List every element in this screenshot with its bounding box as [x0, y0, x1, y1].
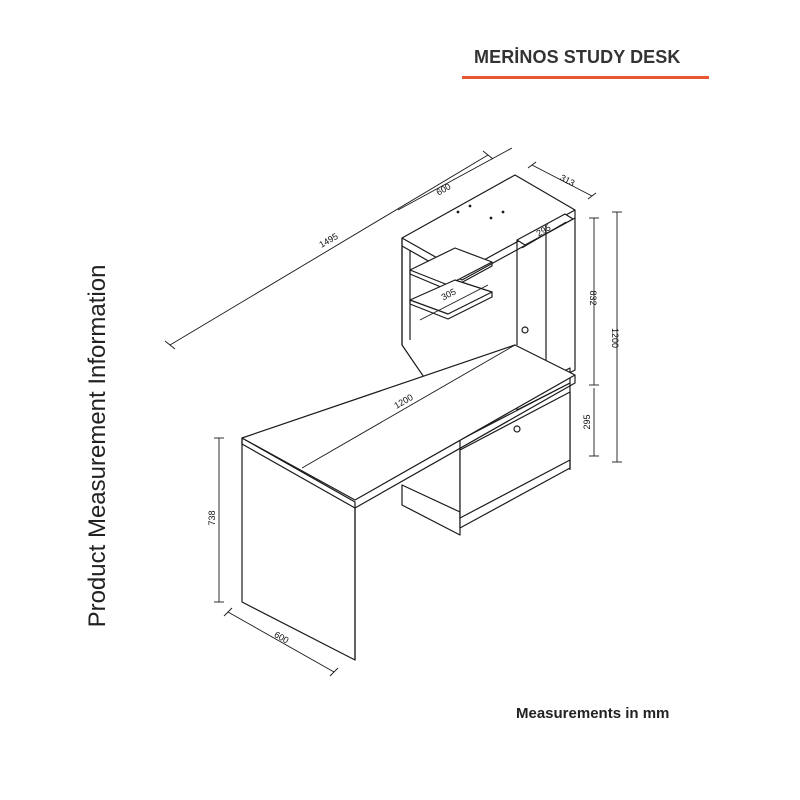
units-note: Measurements in mm: [516, 705, 670, 722]
title-underline: [462, 76, 709, 79]
dim-line-desk-depth: [227, 611, 335, 673]
dimension-lines: [164, 147, 622, 677]
dim-total-height: 1200: [610, 328, 620, 348]
dim-shelf-width: 600: [434, 181, 452, 197]
dim-line-inner-shelf-upper: [521, 221, 567, 249]
dim-line-desktop-length: [301, 344, 516, 469]
dim-line-shelf-width: [397, 147, 513, 211]
dim-desk-height: 738: [207, 510, 217, 525]
dim-line-total-length: [169, 154, 489, 346]
dim-total-length: 1495: [317, 231, 339, 250]
shelf-knob: [521, 326, 529, 334]
cabinet-back-left: [401, 484, 461, 536]
dowel-hole: [468, 204, 472, 208]
desk: [241, 344, 576, 661]
dowel-hole: [489, 216, 493, 220]
dim-desk-depth: 600: [272, 629, 290, 645]
dowel-hole: [501, 210, 505, 214]
inner-shelf-lower-edge: [409, 292, 493, 320]
dim-line-inner-shelf-lower: [419, 284, 489, 321]
dim-drawer-height: 295: [582, 414, 592, 429]
drawer-knob: [513, 425, 521, 433]
dowel-hole: [456, 210, 460, 214]
dim-line-shelf-depth: [531, 164, 593, 197]
page-title: MERİNOS STUDY DESK: [474, 47, 681, 67]
shelf-top-compartment: [516, 213, 574, 246]
dim-upper-height: 832: [588, 290, 598, 305]
dim-shelf-depth: 313: [558, 172, 576, 188]
